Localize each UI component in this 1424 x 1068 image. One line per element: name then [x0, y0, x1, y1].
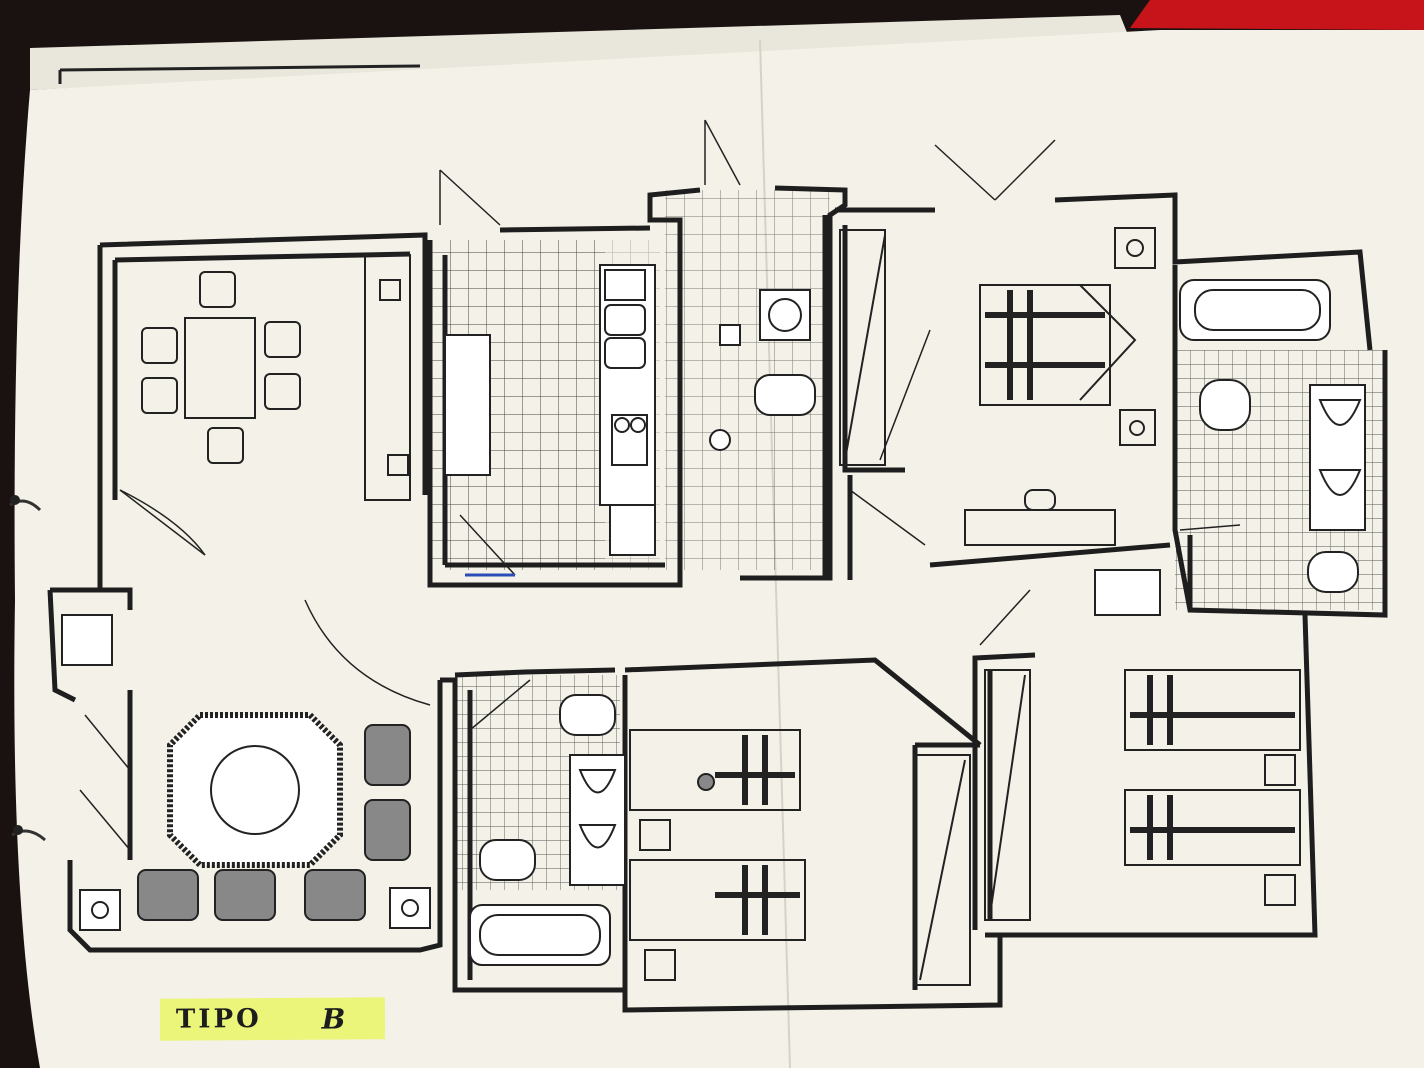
- binder-rings: [9, 495, 46, 842]
- plan-type-label: TIPO B: [159, 997, 386, 1041]
- door-swings: [79, 119, 1241, 851]
- bedroom3-furniture: [1124, 669, 1301, 906]
- red-folder: [1130, 0, 1424, 30]
- laundry-fixtures: [709, 289, 816, 451]
- bathroom2-fixtures: [469, 694, 626, 966]
- kitchen-furniture: [444, 264, 656, 556]
- closets: [839, 229, 1031, 986]
- bathroom1-fixtures: [1094, 279, 1366, 616]
- lounge-furniture: [61, 614, 431, 931]
- dining-set: [141, 271, 301, 464]
- plan-type-letter: B: [321, 1001, 346, 1036]
- back-page: [30, 15, 1130, 90]
- walls: [47, 185, 1388, 1013]
- sideboard: [364, 254, 411, 501]
- bedroom1-furniture: [964, 227, 1156, 546]
- bedroom2-furniture: [629, 729, 806, 981]
- plan-type-prefix: TIPO: [175, 1004, 262, 1035]
